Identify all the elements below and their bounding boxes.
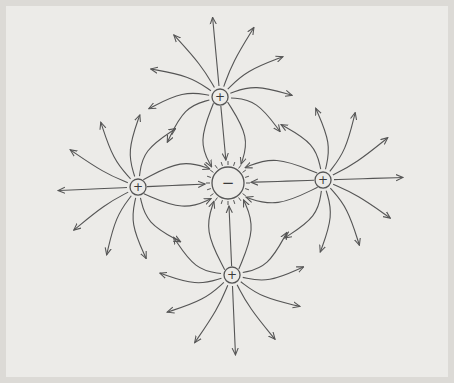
field-line [245, 160, 317, 173]
field-line [167, 282, 224, 312]
charge-circle [212, 89, 228, 105]
field-line [231, 98, 280, 132]
charge-spike [221, 200, 222, 204]
charge-circle [315, 172, 331, 188]
charge-circle [212, 167, 244, 199]
charge-circle [224, 267, 240, 283]
field-line [243, 267, 304, 280]
charge-sign: − [222, 176, 235, 191]
field-line [74, 192, 128, 230]
field-line [228, 102, 246, 164]
field-line [70, 150, 128, 183]
charge-spike [215, 165, 217, 168]
field-line [237, 285, 275, 340]
negative-charge: − [211, 166, 245, 200]
charge-spike [210, 170, 213, 172]
field-line [330, 113, 355, 172]
charge-spike [245, 189, 249, 190]
charge-spike [228, 161, 229, 165]
field-line [239, 200, 251, 269]
charge-sign: + [215, 91, 225, 103]
charge-spike [243, 170, 246, 172]
field-line [149, 93, 209, 108]
field-line [221, 106, 226, 160]
charge-spike [239, 165, 241, 168]
field-line [320, 191, 330, 253]
field-line [195, 285, 228, 343]
field-line [147, 184, 205, 187]
charge-spike [228, 201, 229, 205]
field-line [251, 180, 314, 182]
field-line [58, 187, 127, 190]
field-line [228, 57, 283, 90]
charge-sign: + [318, 174, 328, 186]
field-line [213, 17, 219, 86]
field-line [230, 88, 292, 96]
field-line [224, 27, 254, 86]
positive-charge: + [314, 171, 332, 189]
charge-spike [210, 194, 213, 196]
charge-spike [234, 162, 235, 166]
field-line [316, 108, 329, 169]
field-line [130, 115, 140, 177]
charge-spike [207, 189, 211, 190]
charge-spike [221, 162, 222, 166]
field-line [241, 282, 300, 307]
charge-spike [207, 176, 211, 177]
field-line [101, 122, 131, 179]
field-line [139, 129, 175, 176]
field-line [285, 191, 322, 238]
charge-spike [245, 176, 249, 177]
field-line [209, 201, 225, 269]
field-line [333, 184, 390, 218]
charge-spike [239, 198, 241, 201]
charge-spike [246, 183, 250, 184]
field-line [133, 198, 146, 259]
field-line [229, 206, 232, 266]
charge-spike [215, 198, 217, 201]
field-line [174, 35, 215, 88]
field-line [174, 237, 221, 273]
positive-charge: + [211, 88, 229, 106]
field-line [144, 194, 211, 206]
charge-sign: + [227, 269, 237, 281]
charge-circle [130, 179, 146, 195]
field-line [107, 196, 132, 255]
field-line [143, 164, 209, 180]
charge-sign: + [133, 181, 143, 193]
charge-spike [243, 194, 246, 196]
positive-charge: + [129, 178, 147, 196]
field-line [333, 138, 388, 175]
field-line [334, 177, 403, 179]
field-line [203, 103, 214, 167]
field-line [246, 187, 318, 203]
positive-charge: + [223, 266, 241, 284]
field-line [160, 273, 222, 283]
field-line [151, 69, 211, 91]
charge-spike [234, 200, 235, 204]
field-line [330, 188, 359, 245]
field-line [232, 286, 235, 355]
charge-spike [206, 183, 210, 184]
